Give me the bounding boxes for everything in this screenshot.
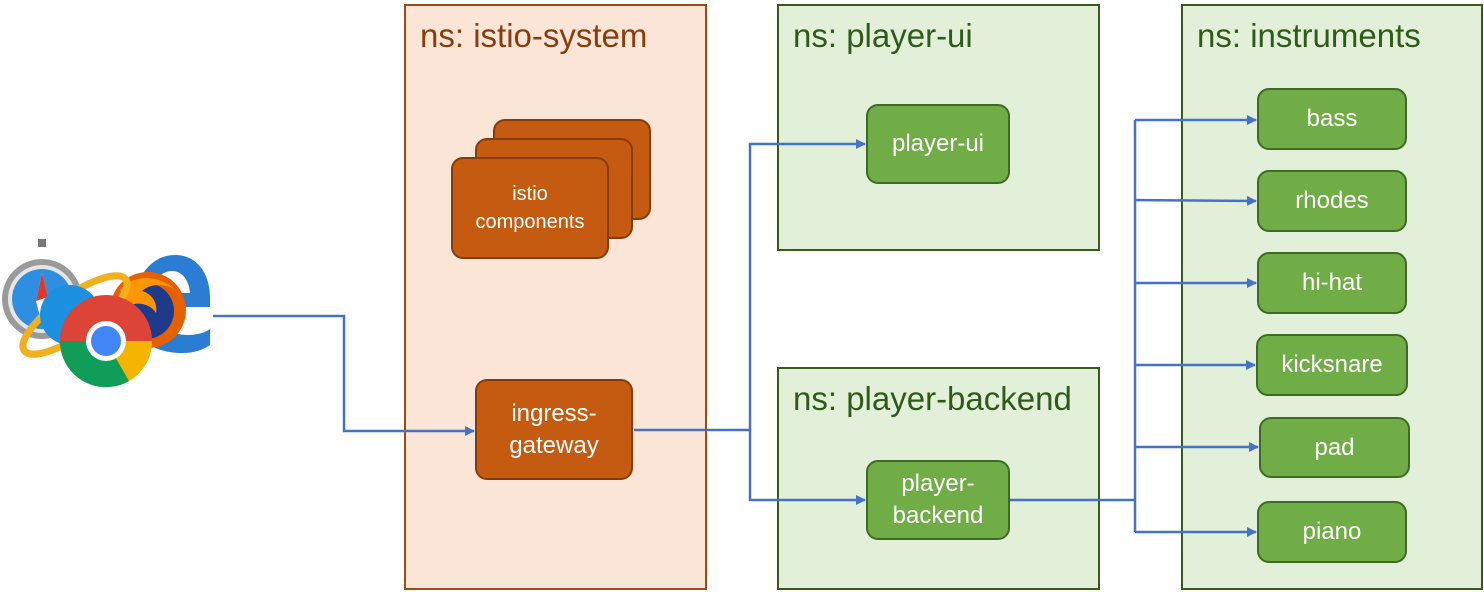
- namespace-title: ns: istio-system: [420, 17, 648, 54]
- arrow-to-player-backend: [748, 430, 866, 505]
- instrument-hi-hat: hi-hat: [1257, 252, 1407, 314]
- instrument-rhodes: rhodes: [1257, 170, 1407, 232]
- player-ui-label: player-ui: [891, 130, 985, 157]
- player-backend-box: player- backend: [866, 460, 1010, 540]
- ingress-gateway-label: ingress- gateway: [509, 399, 599, 459]
- instrument-label: hi-hat: [1301, 269, 1363, 296]
- instrument-pad: pad: [1259, 417, 1410, 478]
- arrow-to-player-ui: [748, 139, 866, 430]
- arrow-to-rhodes: [1134, 195, 1257, 206]
- arrow-browser-to-gateway: [213, 314, 475, 436]
- namespace-title: ns: player-ui: [793, 17, 973, 54]
- browser-icons-cluster: [2, 239, 210, 388]
- namespace-title: ns: player-backend: [793, 380, 1072, 417]
- chrome-icon: [59, 295, 153, 388]
- player-backend-label: player- backend: [892, 470, 984, 529]
- instrument-label: bass: [1306, 105, 1358, 132]
- safari-icon: [2, 239, 82, 339]
- instrument-label: piano: [1302, 518, 1362, 545]
- namespace-title: ns: instruments: [1197, 17, 1421, 54]
- player-ui-box: player-ui: [866, 104, 1010, 184]
- ingress-gateway-box: ingress- gateway: [475, 379, 633, 480]
- instrument-label: kicksnare: [1281, 351, 1383, 378]
- instrument-bass: bass: [1257, 88, 1407, 150]
- instrument-label: rhodes: [1295, 187, 1369, 214]
- instrument-label: pad: [1314, 433, 1355, 461]
- namespace-istio-system: ns: istio-system: [404, 4, 707, 590]
- instrument-kicksnare: kicksnare: [1256, 334, 1408, 396]
- istio-components-box: istio components: [451, 157, 609, 259]
- instrument-piano: piano: [1257, 501, 1407, 563]
- istio-components-label: istio components: [475, 183, 585, 233]
